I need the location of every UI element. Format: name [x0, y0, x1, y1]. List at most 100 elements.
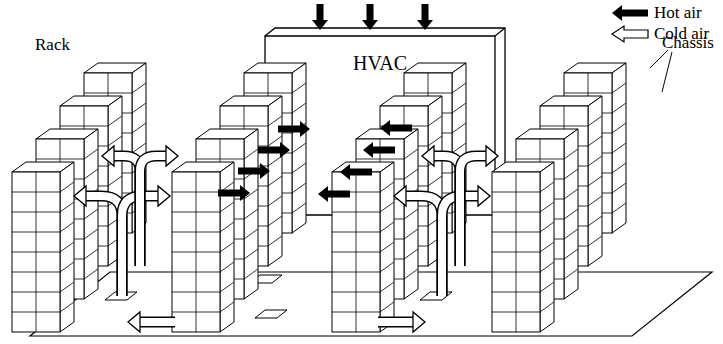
chassis-line — [132, 143, 146, 153]
chassis-line — [564, 209, 578, 219]
chassis-line — [268, 236, 282, 246]
chassis-line — [540, 242, 554, 252]
legend-text: Cold air — [654, 25, 709, 44]
chassis-line — [132, 103, 146, 113]
chassis-line — [564, 169, 578, 179]
hot-air-arrow — [238, 163, 270, 179]
hvac-box: HVAC — [349, 50, 411, 76]
chassis-line — [172, 292, 220, 293]
cold-air-arrow — [378, 318, 413, 326]
chassis-line — [12, 272, 60, 273]
chassis-line — [380, 202, 394, 212]
chassis-line — [540, 182, 554, 192]
chassis-line — [220, 202, 234, 212]
chassis-line — [244, 269, 258, 279]
chassis-line — [172, 272, 220, 273]
chassis-line — [612, 83, 626, 93]
unit-label: HVAC — [353, 52, 407, 74]
chassis-line — [12, 292, 60, 293]
hot-air-arrowhead — [363, 142, 395, 158]
rack-label: Rack — [35, 36, 70, 55]
chassis-line — [196, 159, 244, 160]
chassis-line — [244, 229, 258, 239]
chassis-line — [292, 103, 306, 113]
chassis-line — [540, 202, 554, 212]
chassis-line — [292, 163, 306, 173]
cold-air-arrowhead — [158, 186, 170, 206]
chassis-line — [612, 183, 626, 193]
chassis-line — [172, 232, 220, 233]
chassis-line — [108, 136, 122, 146]
chassis-line — [540, 222, 554, 232]
chassis-line — [612, 203, 626, 213]
chassis-line — [380, 182, 394, 192]
hot-air-arrowhead — [380, 120, 412, 136]
leader-line — [662, 52, 672, 92]
chassis-line — [172, 312, 220, 313]
rack-side — [540, 162, 554, 332]
hot-air-arrow — [218, 185, 250, 201]
chassis-line — [492, 252, 540, 253]
chassis-line — [108, 176, 122, 186]
cold-air-arrowhead — [394, 186, 406, 206]
cold-air-arrowhead — [422, 146, 434, 166]
chassis-line — [84, 269, 98, 279]
chassis-line — [60, 302, 74, 312]
cold-air-arrowhead — [102, 146, 114, 166]
hot-air-arrow — [612, 5, 648, 21]
cold-air-arrowhead — [486, 146, 498, 166]
hot-air-arrowhead — [417, 4, 433, 30]
cold-air-arrowhead — [422, 146, 434, 166]
hot-air-arrowhead — [238, 163, 270, 179]
chassis-line — [12, 212, 60, 213]
chassis-line — [292, 183, 306, 193]
cold-air-legend-arrow — [612, 26, 648, 42]
chassis-line — [220, 302, 234, 312]
chassis-line — [220, 222, 234, 232]
hot-air-arrow — [258, 142, 290, 158]
chassis-line — [332, 272, 380, 273]
leader-line — [650, 50, 668, 68]
chassis-line — [60, 282, 74, 292]
chassis-line — [404, 209, 418, 219]
rack-symbol — [12, 162, 74, 332]
chassis-line — [60, 126, 108, 127]
chassis-line — [452, 123, 466, 133]
cold-air-arrowhead — [158, 186, 170, 206]
chassis-line — [84, 249, 98, 259]
chassis-line — [428, 176, 442, 186]
chassis-line — [172, 192, 220, 193]
cold-air-arrowhead — [413, 312, 425, 332]
rack-side — [404, 129, 418, 299]
cold-air-arrowhead — [478, 186, 490, 206]
chassis-line — [36, 159, 84, 160]
chassis-line — [220, 282, 234, 292]
chassis-line — [60, 182, 74, 192]
chassis-line — [12, 192, 60, 193]
chassis-line — [588, 136, 602, 146]
rack-front — [492, 172, 540, 332]
chassis-line — [108, 116, 122, 126]
chassis-line — [12, 252, 60, 253]
chassis-line — [564, 269, 578, 279]
chassis-line — [492, 272, 540, 273]
cold-air-arrowhead — [128, 312, 140, 332]
hot-air-arrow — [278, 121, 310, 137]
chassis-line — [12, 232, 60, 233]
chassis-line — [268, 216, 282, 226]
chassis-line — [612, 143, 626, 153]
rack-side — [564, 129, 578, 299]
chassis-line — [292, 203, 306, 213]
cold-air-arrowhead — [102, 146, 114, 166]
chassis-line — [564, 189, 578, 199]
chassis-line — [588, 156, 602, 166]
chassis-line — [268, 176, 282, 186]
chassis-line — [244, 149, 258, 159]
chassis-line — [332, 252, 380, 253]
rack-side — [244, 129, 258, 299]
chassis-line — [452, 103, 466, 113]
chassis-line — [588, 196, 602, 206]
chassis-line — [292, 83, 306, 93]
chassis-line — [564, 229, 578, 239]
